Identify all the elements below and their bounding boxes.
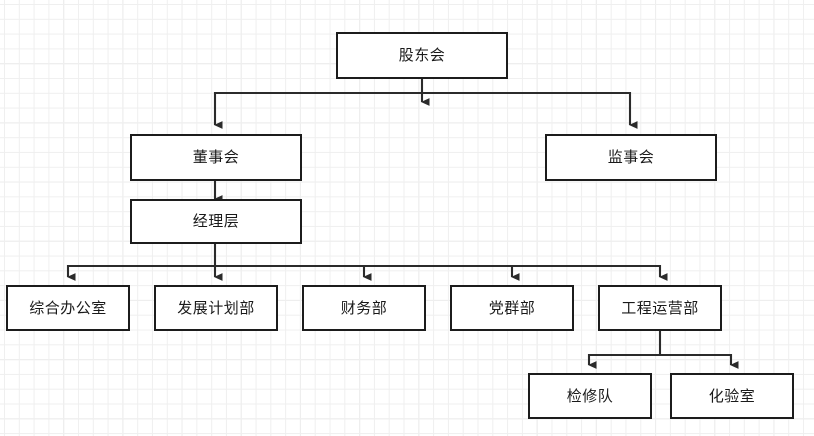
node-development-planning[interactable]: 发展计划部	[154, 285, 278, 331]
edge-management-to-engineering-operations	[215, 264, 668, 281]
edge-management-to-finance	[215, 264, 372, 281]
edge-shareholders-to-directors	[213, 91, 422, 129]
node-maintenance-team[interactable]: 检修队	[528, 373, 652, 419]
edge-management-to-party-affairs	[215, 264, 520, 281]
node-label-maintenance-team: 检修队	[566, 387, 614, 405]
node-label-laboratory: 化验室	[708, 387, 756, 405]
node-label-finance: 财务部	[340, 299, 388, 317]
node-shareholders[interactable]: 股东会	[336, 32, 508, 79]
node-finance[interactable]: 财务部	[302, 285, 426, 331]
edge-engineering-to-maintenance	[587, 353, 660, 369]
edge-shareholders-to-supervisors	[422, 91, 638, 129]
node-laboratory[interactable]: 化验室	[670, 373, 794, 419]
node-party-affairs[interactable]: 党群部	[450, 285, 574, 331]
node-label-board-of-directors: 董事会	[192, 149, 240, 166]
node-label-development-planning: 发展计划部	[177, 299, 255, 317]
node-engineering-operations[interactable]: 工程运营部	[598, 285, 722, 331]
node-board-of-directors[interactable]: 董事会	[130, 134, 302, 181]
node-label-engineering-operations: 工程运营部	[621, 299, 699, 317]
node-board-of-supervisors[interactable]: 监事会	[545, 134, 717, 181]
node-general-office[interactable]: 综合办公室	[6, 285, 130, 331]
node-label-management: 经理层	[192, 213, 240, 230]
node-label-shareholders: 股东会	[398, 47, 446, 64]
node-label-party-affairs: 党群部	[488, 299, 536, 317]
edge-management-to-general-office	[66, 264, 215, 281]
node-management[interactable]: 经理层	[130, 199, 302, 244]
edge-engineering-to-laboratory	[660, 353, 739, 369]
node-label-general-office: 综合办公室	[29, 299, 107, 317]
node-label-board-of-supervisors: 监事会	[607, 149, 655, 166]
